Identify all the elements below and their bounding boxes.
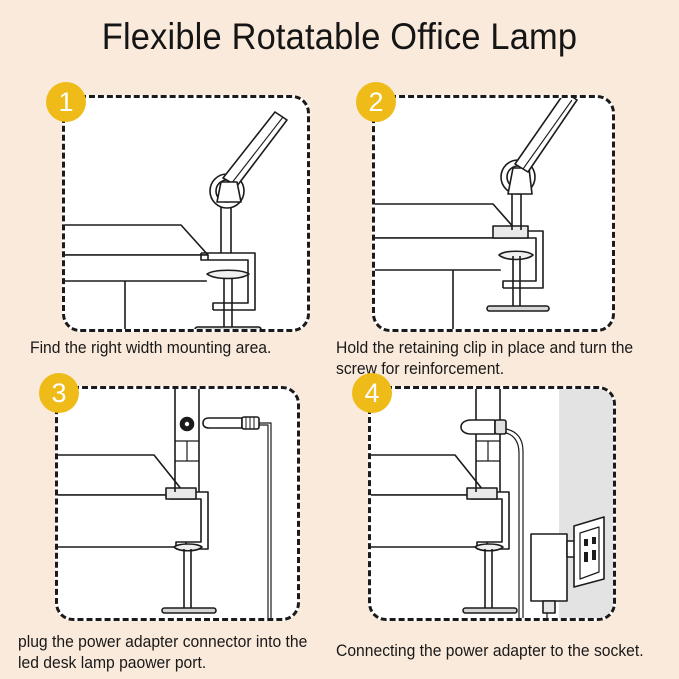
step-caption-1: Find the right width mounting area. — [30, 339, 272, 357]
step-caption-2: Hold the retaining clip in place and tur… — [336, 339, 634, 378]
step-badge-3: 3 — [39, 373, 79, 413]
step-panel-4 — [368, 386, 616, 621]
step-badge-2: 2 — [356, 82, 396, 122]
page-title: Flexible Rotatable Office Lamp — [101, 16, 578, 57]
step-panel-3 — [55, 386, 300, 621]
illustration-step-4 — [371, 389, 613, 618]
step-panel-1 — [62, 95, 310, 332]
step-caption-4: Connecting the power adapter to the sock… — [336, 642, 644, 660]
illustration-step-3 — [58, 389, 272, 618]
step-caption-3: plug the power adapter connector into th… — [18, 633, 308, 672]
step-badge-1: 1 — [46, 82, 86, 122]
illustration-step-2 — [375, 98, 578, 329]
illustration-step-1 — [65, 111, 288, 329]
step-panel-2 — [372, 95, 615, 332]
step-badge-4: 4 — [352, 373, 392, 413]
